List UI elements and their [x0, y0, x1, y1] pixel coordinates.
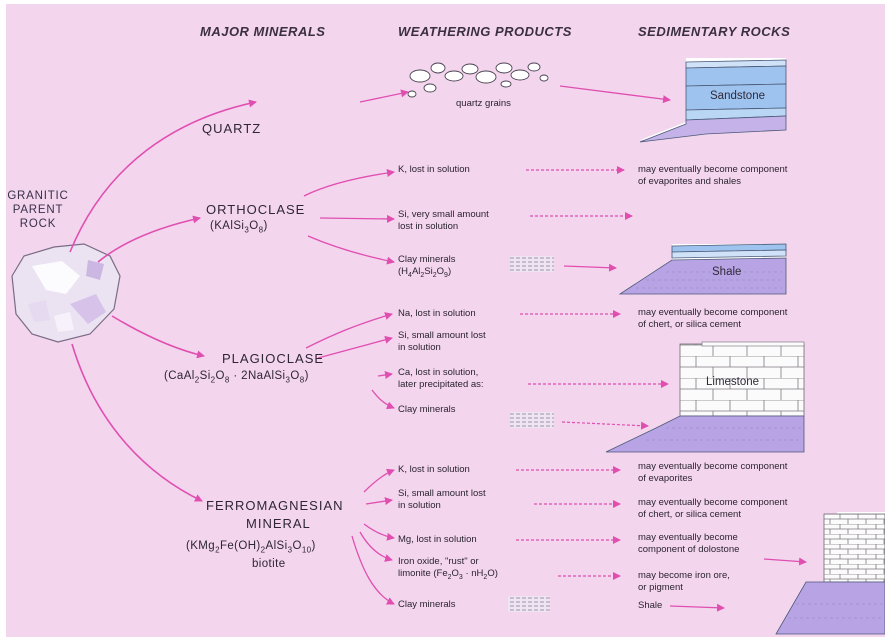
arrow-ferro-mg-to-dolostone [763, 557, 807, 566]
parent-rock-line3: ROCK [19, 218, 57, 230]
ferro-k-product: K, lost in solution [398, 464, 470, 475]
plagioclase-na-product: Na, lost in solution [398, 308, 476, 319]
header-weathering-products: WEATHERING PRODUCTS [398, 24, 572, 39]
header-sedimentary-rocks: SEDIMENTARY ROCKS [638, 24, 791, 39]
ferro-clay-product: Clay minerals [398, 599, 456, 610]
plagioclase-ca-line2: later precipitated as: [398, 379, 484, 390]
granite-rock-illustration [11, 243, 121, 343]
orthoclase-k-product: K, lost in solution [398, 164, 470, 175]
orthoclase-k-result-line2: of evaporites and shales [638, 176, 741, 187]
arrow-orthoclase-k [303, 169, 395, 197]
plagioclase-na-result-line2: of chert, or silica cement [638, 319, 741, 330]
limestone-block [605, 341, 805, 453]
plagioclase-na-result: may eventually become component of chert… [638, 307, 787, 331]
arrow-ferro-mg [363, 523, 395, 541]
mineral-quartz: QUARTZ [202, 121, 262, 136]
ferro-si-line1: Si, small amount lost [398, 488, 486, 499]
sandstone-block [639, 58, 787, 143]
plagioclase-clay-swatch [510, 412, 554, 428]
arrow-orthoclase-clay-to-shale [563, 263, 617, 272]
orthoclase-si-line1: Si, very small amount [398, 209, 489, 220]
quartz-grains-illustration [407, 62, 549, 98]
diagram-page: MAJOR MINERALS WEATHERING PRODUCTS SEDIM… [6, 4, 885, 637]
plagioclase-na-result-line1: may eventually become component [638, 307, 788, 318]
arrow-plagioclase-si [317, 335, 393, 359]
arrow-plagioclase-ca [377, 371, 393, 379]
arrow-ferro-si [365, 497, 393, 506]
orthoclase-formula: (KAlSi3O8) [210, 220, 268, 235]
arrow-plagioclase-clay-to-shale [561, 421, 649, 430]
mineral-orthoclase: ORTHOCLASE [206, 202, 306, 217]
parent-rock-line1: GRANITIC [7, 190, 69, 202]
plagioclase-ca-product: Ca, lost in solution, later precipitated… [398, 367, 484, 391]
ferro-si-result: may eventually become component of chert… [638, 497, 787, 521]
shale-block [618, 243, 787, 295]
ferro-si-line2: in solution [398, 500, 441, 511]
arrow-orthoclase-si [319, 214, 395, 223]
plagioclase-si-product: Si, small amount lost in solution [398, 330, 486, 354]
ferro-si-result-line2: of chert, or silica cement [638, 509, 741, 520]
dolostone-shale-block [775, 512, 885, 635]
ferro-iron-result: may become iron ore, or pigment [638, 570, 730, 594]
arrow-plagioclase-clay [371, 389, 395, 410]
arrow-grains-to-sandstone [559, 85, 671, 104]
ferro-iron-result-line1: may become iron ore, [638, 570, 730, 581]
ferro-mg-result: may eventually become component of dolos… [638, 532, 739, 556]
parent-rock-label: GRANITIC PARENT ROCK [6, 189, 70, 231]
orthoclase-k-result: may eventually become component of evapo… [638, 164, 787, 188]
ferro-iron-line1: Iron oxide, "rust" or [398, 556, 479, 567]
parent-rock-line2: PARENT [12, 204, 64, 216]
arrow-quartz-to-grains [359, 89, 409, 103]
sandstone-label: Sandstone [710, 90, 765, 102]
arrow-to-orthoclase [97, 215, 201, 263]
arrow-plagioclase-na [305, 312, 393, 349]
arrow-ferro-clay [351, 535, 395, 605]
ferro-si-product: Si, small amount lost in solution [398, 488, 486, 512]
plagioclase-formula: (CaAl2Si2O8 · 2NaAlSi3O8) [164, 370, 309, 385]
arrow-ferro-iron [359, 531, 393, 562]
orthoclase-si-product: Si, very small amount lost in solution [398, 209, 489, 233]
shale-label-orthoclase: Shale [712, 266, 742, 278]
plagioclase-si-line1: Si, small amount lost [398, 330, 486, 341]
ferro-shale-label: Shale [638, 600, 663, 611]
diagram-graphics [11, 58, 885, 635]
arrow-orthoclase-clay [307, 235, 395, 265]
ferro-k-result: may eventually become component of evapo… [638, 461, 787, 485]
orthoclase-clay-formula: (H4Al2Si2O9) [398, 266, 452, 279]
ferromagnesian-formula: (KMg2Fe(OH)2AlSi3O10) [186, 540, 316, 555]
ferromagnesian-name: biotite [252, 558, 286, 570]
mineral-ferromagnesian: FERROMAGNESIAN [206, 498, 344, 513]
quartz-grains-label: quartz grains [456, 98, 511, 109]
arrow-ferro-k [363, 468, 395, 493]
ferro-k-result-line1: may eventually become component [638, 461, 788, 472]
ferro-iron-result-line2: or pigment [638, 582, 683, 593]
ferro-mg-result-line2: component of dolostone [638, 544, 740, 555]
plagioclase-ca-line1: Ca, lost in solution, [398, 367, 479, 378]
arrow-to-ferromagnesian [71, 343, 203, 502]
ferro-mg-result-line1: may eventually become [638, 532, 738, 543]
orthoclase-si-line2: lost in solution [398, 221, 459, 232]
ferro-si-result-line1: may eventually become component [638, 497, 788, 508]
ferro-clay-swatch [508, 596, 550, 612]
ferro-k-result-line2: of evaporites [638, 473, 693, 484]
mineral-plagioclase: PLAGIOCLASE [222, 351, 325, 366]
orthoclase-clay-line1: Clay minerals [398, 254, 456, 265]
ferro-iron-line2: limonite (Fe2O3 · nH2O) [398, 568, 498, 581]
arrow-ferro-clay-to-shale [669, 603, 725, 612]
orthoclase-k-result-line1: may eventually become component [638, 164, 788, 175]
mineral-ferromagnesian-line2: MINERAL [246, 516, 311, 531]
orthoclase-clay-swatch [510, 256, 554, 272]
arrow-to-quartz [69, 99, 257, 253]
plagioclase-clay-product: Clay minerals [398, 404, 456, 415]
header-major-minerals: MAJOR MINERALS [200, 24, 326, 39]
orthoclase-clay-product: Clay minerals (H4Al2Si2O9) [398, 254, 456, 282]
plagioclase-si-line2: in solution [398, 342, 441, 353]
ferro-mg-product: Mg, lost in solution [398, 534, 477, 545]
ferro-iron-product: Iron oxide, "rust" or limonite (Fe2O3 · … [398, 556, 498, 584]
arrow-to-plagioclase [111, 315, 205, 359]
limestone-label: Limestone [706, 376, 760, 388]
